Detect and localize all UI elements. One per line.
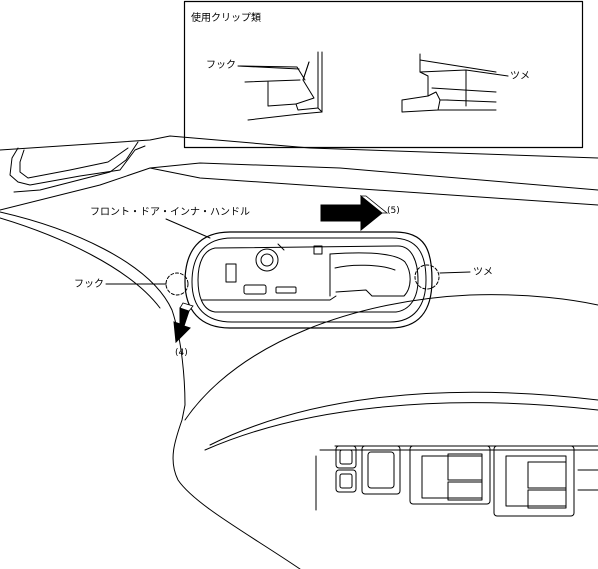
- inset-hook-label: フック: [206, 60, 236, 71]
- claw-leader: [439, 271, 471, 274]
- step-5-label: (5): [387, 206, 400, 216]
- arrow-step-4: [173, 302, 194, 344]
- inner-door-handle: [184, 231, 433, 329]
- inset-claw-leader: [465, 69, 509, 77]
- inset-hook-leader: [237, 65, 300, 70]
- hook-position-marker: [165, 272, 189, 296]
- inset-title: 使用クリップ類: [191, 13, 261, 24]
- inset-frame: [183, 0, 584, 149]
- inset-hook-clip: [239, 51, 323, 121]
- step-4-label: (4): [175, 348, 188, 358]
- power-window-switch-panel: [315, 445, 598, 517]
- hook-label: フック: [74, 279, 104, 290]
- claw-label: ツメ: [473, 267, 493, 278]
- claw-position-marker: [414, 264, 440, 290]
- door-panel: [0, 211, 598, 569]
- inset-claw-clip: [401, 53, 497, 113]
- inset-claw-label: ツメ: [510, 71, 530, 82]
- window-frame: [0, 135, 598, 211]
- handle-leader: [165, 218, 211, 239]
- handle-label: フロント・ドア・インナ・ハンドル: [90, 207, 250, 218]
- arrow-step-5: [320, 194, 389, 232]
